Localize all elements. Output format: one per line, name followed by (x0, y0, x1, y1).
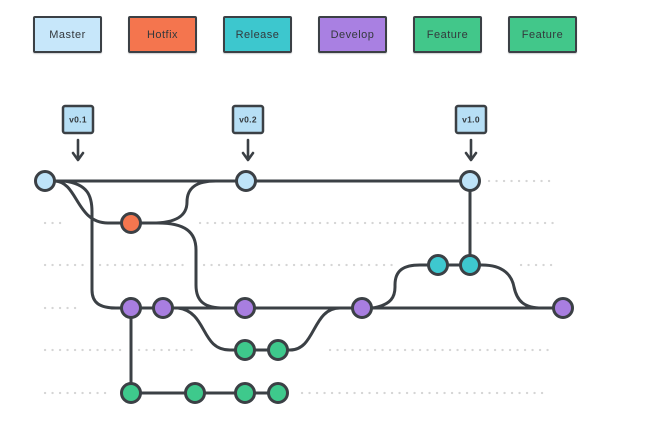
feature1-branch-from-develop-edge (176, 306, 280, 352)
legend-box-feature-4: Feature (413, 16, 482, 53)
version-tag-label: v0.1 (69, 115, 87, 125)
commit-node-develop (152, 297, 174, 319)
commit-node-develop (552, 297, 574, 319)
legend-box-develop-3: Develop (318, 16, 387, 53)
version-tag-label: v1.0 (462, 115, 480, 125)
hotfix-branch-from-master-edge (53, 179, 133, 225)
commit-node-master (235, 170, 257, 192)
commit-node-feature-1 (234, 339, 256, 361)
legend-label: Feature (521, 28, 564, 41)
version-tag-box-v0.2 (231, 104, 265, 135)
commit-node-feature-2 (234, 382, 256, 404)
commit-node-master (459, 170, 481, 192)
down-arrow-icon (241, 138, 255, 162)
release-branch-from-develop-edge (370, 263, 440, 310)
hotfix-merge-to-master-edge (129, 179, 218, 225)
down-arrow-icon (464, 138, 478, 162)
feature1-merge-to-develop-edge (276, 306, 342, 352)
commit-node-feature-2 (267, 382, 289, 404)
commit-node-develop (234, 297, 256, 319)
version-tag-box-v1.0 (454, 104, 488, 135)
legend-box-master-0: Master (33, 16, 102, 53)
hotfix-merge-to-develop-edge (129, 221, 226, 310)
legend-box-release-2: Release (223, 16, 292, 53)
develop-branch-from-master-edge (62, 179, 118, 310)
legend-label: Hotfix (146, 28, 179, 41)
legend-label: Feature (426, 28, 469, 41)
legend-label: Develop (330, 28, 375, 41)
branch-legend: Master Hotfix Release Develop Feature Feature (33, 16, 577, 53)
commit-node-master (34, 170, 56, 192)
commit-node-release (459, 254, 481, 276)
version-tag-box-v0.1 (61, 104, 95, 135)
commit-node-release (427, 254, 449, 276)
down-arrow-icon (71, 138, 85, 162)
version-tag-label: v0.2 (239, 115, 257, 125)
release-merge-to-develop-edge (468, 263, 544, 310)
commit-node-feature-1 (267, 339, 289, 361)
commit-node-develop (120, 297, 142, 319)
legend-label: Release (235, 28, 280, 41)
commit-node-develop (351, 297, 373, 319)
legend-box-hotfix-1: Hotfix (128, 16, 197, 53)
commit-node-feature-2 (184, 382, 206, 404)
legend-box-feature-5: Feature (508, 16, 577, 53)
commit-node-hotfix (120, 212, 142, 234)
legend-label: Master (49, 28, 86, 41)
commit-node-feature-2 (120, 382, 142, 404)
